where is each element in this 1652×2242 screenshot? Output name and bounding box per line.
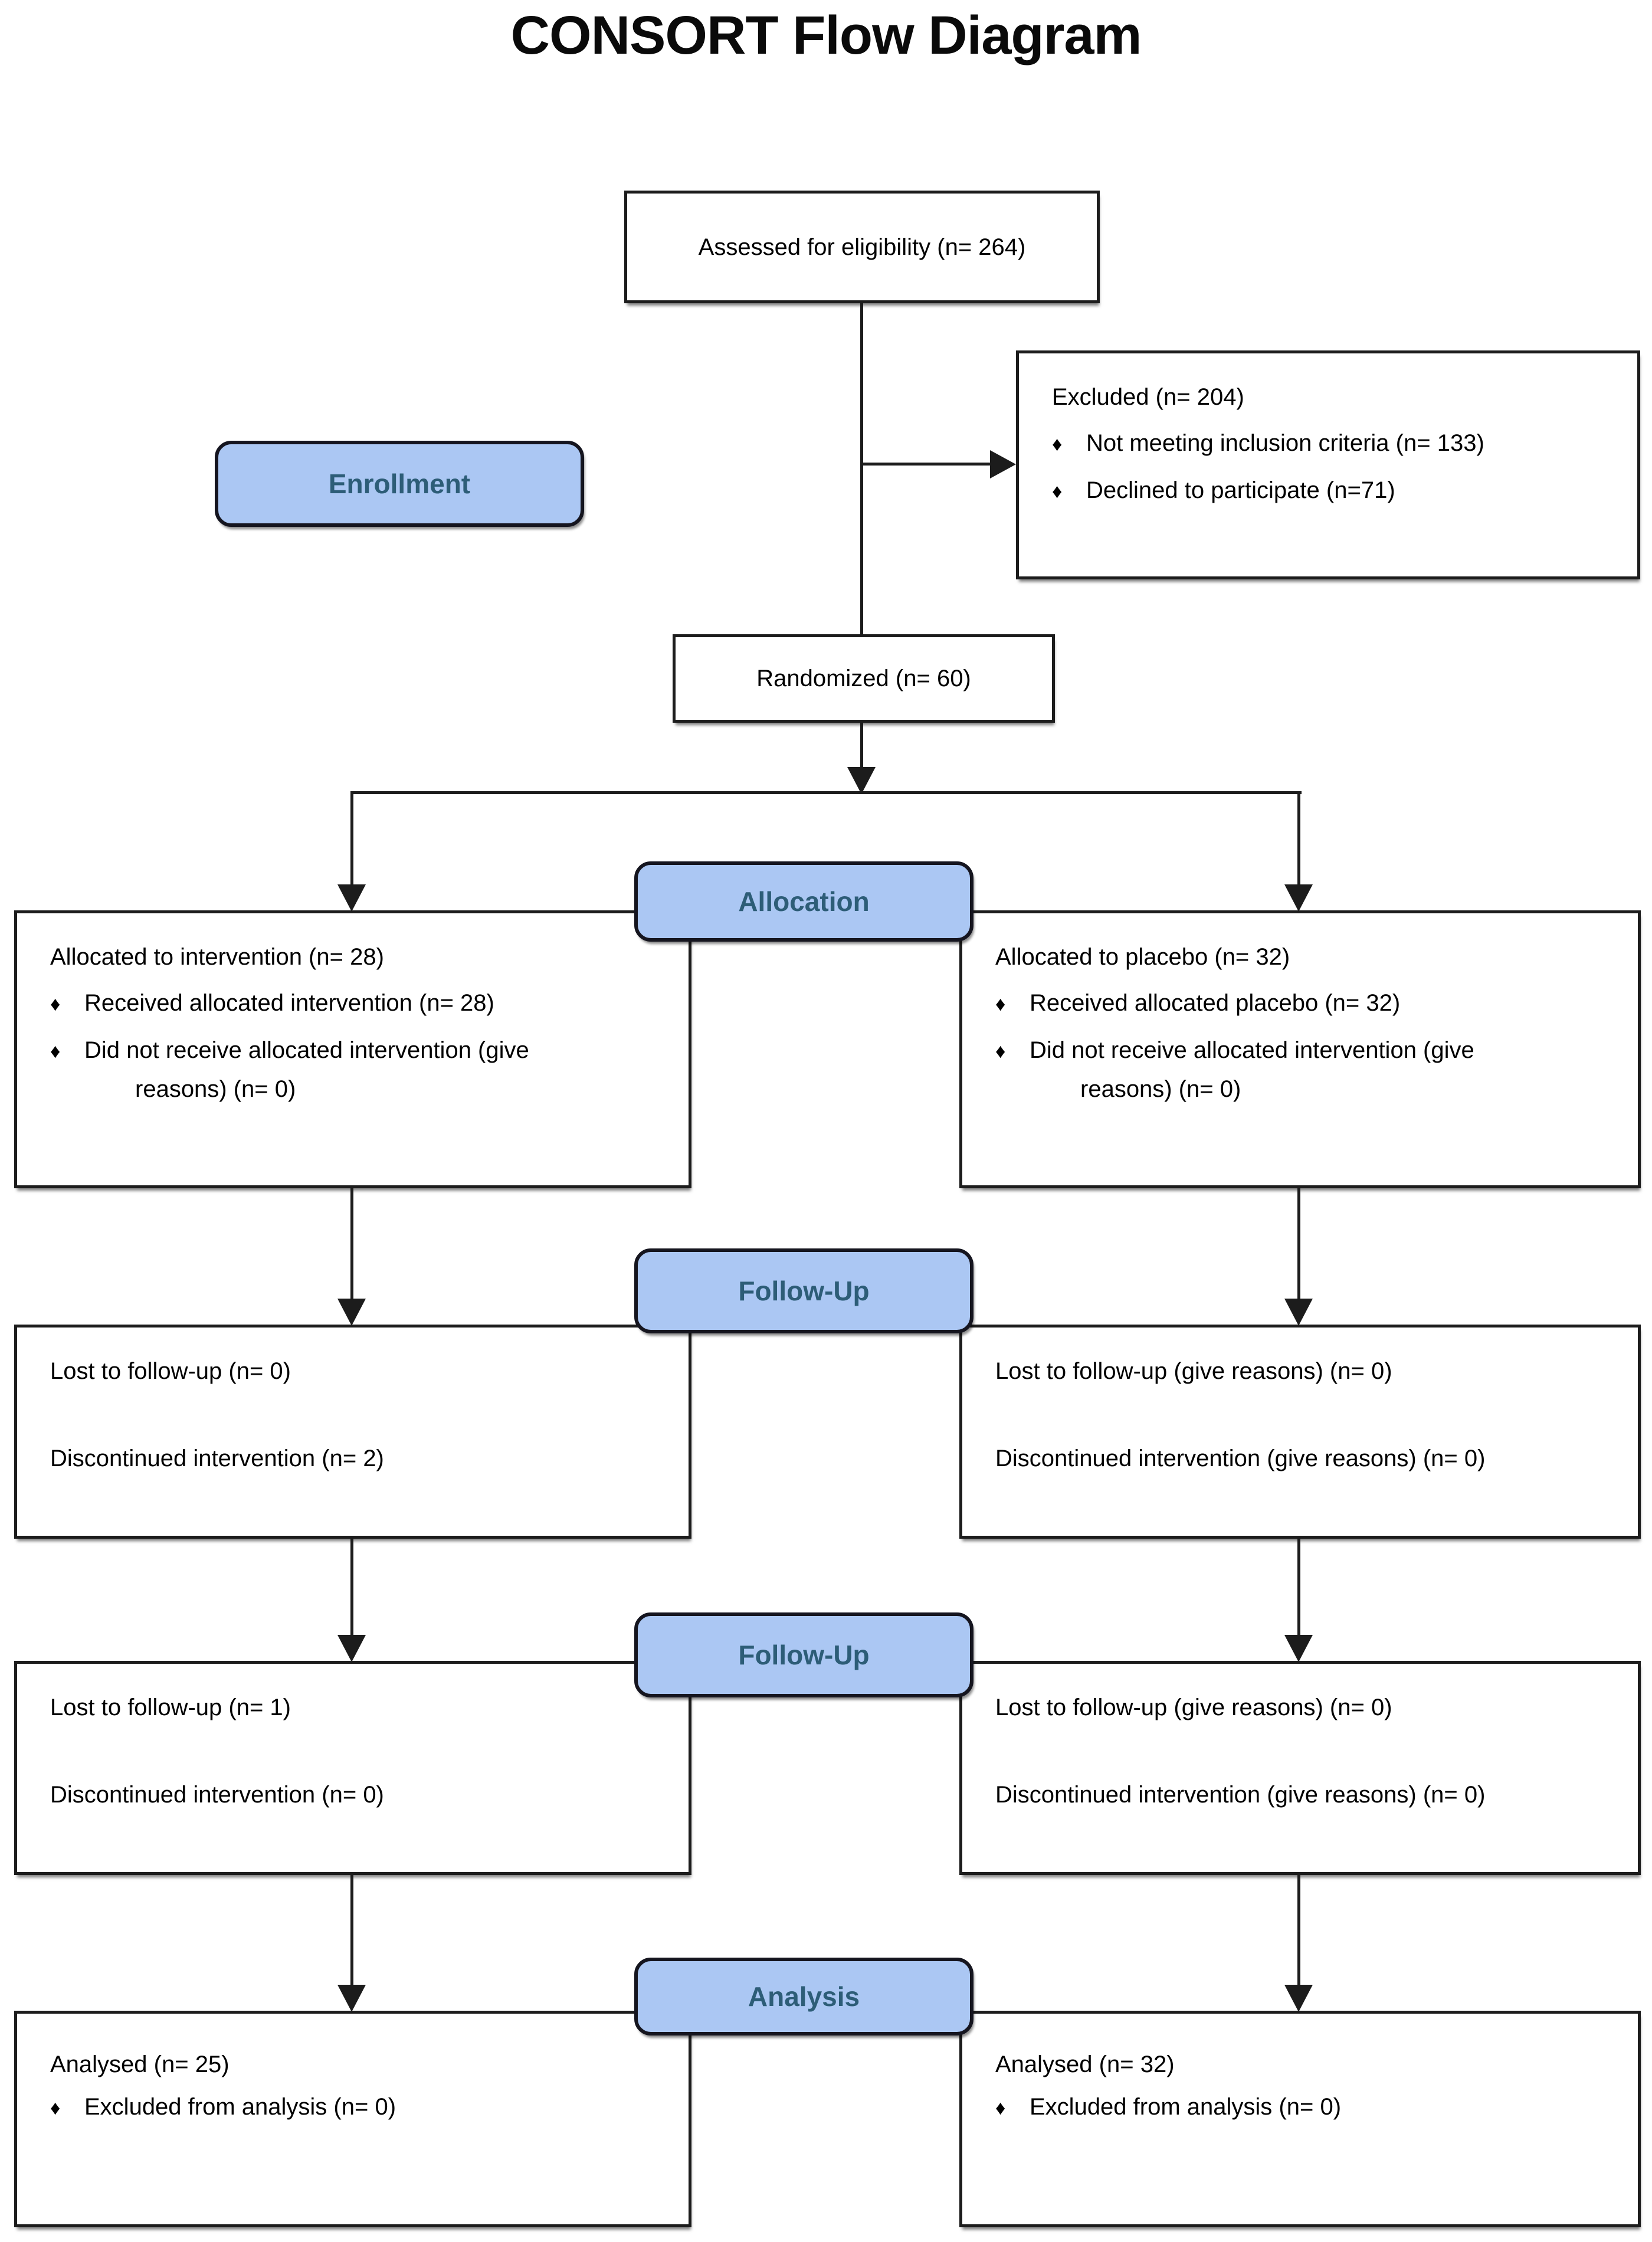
diamond-bullet-icon: ♦ [50,993,61,1015]
connector-allocation-to-followup1-left [350,1188,353,1300]
connector-assessed-to-randomized [860,303,863,635]
followup1-right-line-1: Lost to follow-up (give reasons) (n= 0) [995,1358,1392,1384]
randomized-box: Randomized (n= 60) [673,634,1055,723]
diagram-title: CONSORT Flow Diagram [510,5,1142,65]
connector-followup2-to-analysis-right [1297,1875,1300,1987]
allocation-placebo-title: Allocated to placebo (n= 32) [995,944,1290,970]
allocation-placebo-bullet-2-text: Did not receive allocated intervention (… [1030,1035,1617,1104]
allocation-intervention-title: Allocated to intervention (n= 28) [50,944,384,970]
bullet-2-line-1: Did not receive allocated intervention (… [1030,1037,1474,1063]
allocation-intervention-bullet-1-text: Received allocated intervention (n= 28) [84,990,494,1016]
excluded-title: Excluded (n= 204) [1052,384,1244,410]
diamond-bullet-icon: ♦ [50,2097,61,2119]
followup1-left-line-2: Discontinued intervention (n= 2) [50,1446,384,1471]
diamond-bullet-icon: ♦ [995,1040,1006,1063]
connector-followup2-to-analysis-left [350,1875,353,1987]
arrowhead-down-icon [337,1299,366,1326]
connector-split-to-allocation-left [350,791,353,887]
allocation-intervention-box: Allocated to intervention (n= 28) ♦ Rece… [14,910,691,1188]
arrowhead-down-icon [337,884,366,912]
allocation-intervention-bullet-2-text: Did not receive allocated intervention (… [84,1035,667,1104]
followup-stage-pill-1: Follow-Up [634,1248,974,1333]
analysis-placebo-box: Analysed (n= 32) ♦ Excluded from analysi… [959,2011,1641,2227]
arrowhead-down-icon [337,1985,366,2012]
followup1-right-line-2: Discontinued intervention (give reasons)… [995,1446,1486,1471]
connector-allocation-to-followup1-right [1297,1188,1300,1300]
followup-stage-label-2: Follow-Up [738,1640,870,1670]
analysis-right-title: Analysed (n= 32) [995,2051,1175,2077]
followup2-right-line-1: Lost to follow-up (give reasons) (n= 0) [995,1694,1392,1720]
allocation-placebo-box: Allocated to placebo (n= 32) ♦ Received … [959,910,1641,1188]
bullet-2-line-2: reasons) (n= 0) [135,1076,296,1102]
arrowhead-down-icon [1284,884,1313,912]
analysis-right-bullet: ♦ Excluded from analysis (n= 0) [995,2092,1617,2123]
allocation-placebo-bullet-1: ♦ Received allocated placebo (n= 32) [995,988,1617,1020]
excluded-bullet-2: ♦ Declined to participate (n=71) [1052,475,1616,507]
bullet-2-line-1: Did not receive allocated intervention (… [84,1037,529,1063]
analysis-left-title: Analysed (n= 25) [50,2051,230,2077]
enrollment-stage-pill: Enrollment [215,441,584,527]
followup2-left-line-1: Lost to follow-up (n= 1) [50,1694,291,1720]
allocation-placebo-bullet-1-text: Received allocated placebo (n= 32) [1030,990,1401,1016]
enrollment-stage-label: Enrollment [328,468,471,499]
followup-stage-pill-2: Follow-Up [634,1612,974,1697]
connector-split-horizontal [352,791,1302,794]
bullet-2-line-2: reasons) (n= 0) [1080,1076,1241,1102]
excluded-box: Excluded (n= 204) ♦ Not meeting inclusio… [1016,350,1640,579]
connector-branch-to-excluded [861,463,995,466]
allocation-stage-pill: Allocation [634,861,974,942]
diamond-bullet-icon: ♦ [995,993,1006,1015]
diamond-bullet-icon: ♦ [995,2097,1006,2119]
assessed-eligibility-box: Assessed for eligibility (n= 264) [624,191,1100,303]
arrowhead-down-icon [1284,1635,1313,1662]
diamond-bullet-icon: ♦ [1052,433,1063,455]
followup-stage-label-1: Follow-Up [738,1276,870,1306]
analysis-intervention-box: Analysed (n= 25) ♦ Excluded from analysi… [14,2011,691,2227]
followup2-intervention-box: Lost to follow-up (n= 1) Discontinued in… [14,1661,691,1875]
allocation-intervention-bullet-2: ♦ Did not receive allocated intervention… [50,1035,667,1104]
connector-followup1-to-followup2-left [350,1539,353,1638]
arrowhead-right-icon [990,450,1016,478]
excluded-bullet-1-text: Not meeting inclusion criteria (n= 133) [1086,430,1484,456]
assessed-eligibility-text: Assessed for eligibility (n= 264) [698,234,1026,260]
randomized-text: Randomized (n= 60) [756,666,971,691]
followup1-placebo-box: Lost to follow-up (give reasons) (n= 0) … [959,1325,1641,1539]
followup1-intervention-box: Lost to follow-up (n= 0) Discontinued in… [14,1325,691,1539]
excluded-bullet-2-text: Declined to participate (n=71) [1086,477,1395,503]
allocation-stage-label: Allocation [738,886,870,917]
connector-randomized-to-split [860,723,863,771]
diamond-bullet-icon: ♦ [1052,480,1063,503]
allocation-intervention-bullet-1: ♦ Received allocated intervention (n= 28… [50,988,667,1020]
followup2-left-line-2: Discontinued intervention (n= 0) [50,1782,384,1808]
arrowhead-down-icon [847,767,876,794]
followup2-placebo-box: Lost to follow-up (give reasons) (n= 0) … [959,1661,1641,1875]
arrowhead-down-icon [1284,1985,1313,2012]
allocation-placebo-bullet-2: ♦ Did not receive allocated intervention… [995,1035,1617,1104]
analysis-stage-label: Analysis [748,1981,860,2012]
connector-split-to-allocation-right [1297,791,1300,887]
followup1-left-line-1: Lost to follow-up (n= 0) [50,1358,291,1384]
analysis-right-bullet-text: Excluded from analysis (n= 0) [1030,2094,1342,2120]
diamond-bullet-icon: ♦ [50,1040,61,1063]
analysis-left-bullet-text: Excluded from analysis (n= 0) [84,2094,396,2120]
arrowhead-down-icon [1284,1299,1313,1326]
analysis-left-bullet: ♦ Excluded from analysis (n= 0) [50,2092,667,2123]
followup2-right-line-2: Discontinued intervention (give reasons)… [995,1782,1486,1808]
connector-followup1-to-followup2-right [1297,1539,1300,1638]
analysis-stage-pill: Analysis [634,1958,974,2036]
excluded-bullet-1: ♦ Not meeting inclusion criteria (n= 133… [1052,428,1616,460]
arrowhead-down-icon [337,1635,366,1662]
